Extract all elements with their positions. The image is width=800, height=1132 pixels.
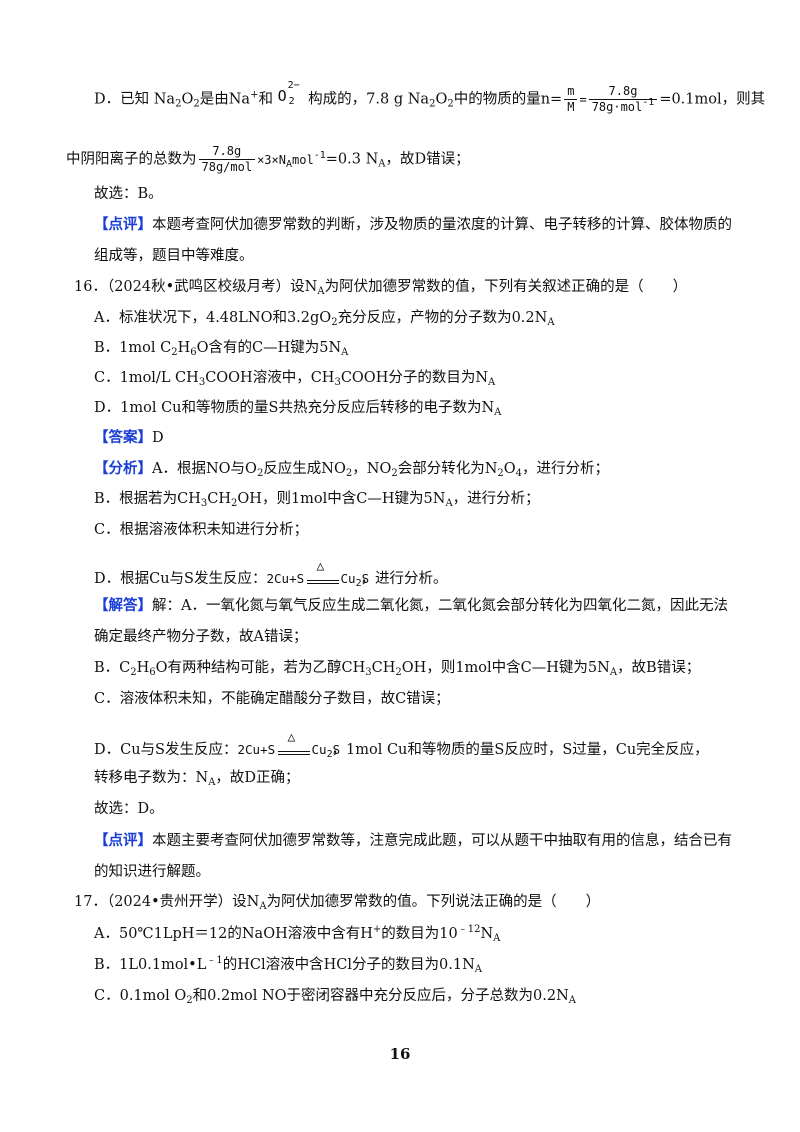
q16-option-d: D．1mol Cu和等物质的量S共热充分反应后转移的电子数为NA xyxy=(94,400,502,418)
q16-solution-d-line1: D．Cu与S发生反应：2Cu+S△Cu2S，1mol Cu和等物质的量S反应时，… xyxy=(94,730,709,764)
q16-solution-a-line1: 【解答】解：A．一氧化氮与氧气反应生成二氧化氮，二氧化氮会部分转化为四氧化二氮，… xyxy=(94,597,728,614)
q16-option-c: C．1mol/L CH3COOH溶液中，CH3COOH分子的数目为NA xyxy=(94,370,496,388)
q16-option-a: A．标准状况下，4.48LNO和3.2gO2充分反应，产物的分子数为0.2NA xyxy=(94,310,555,328)
q15-comment-line1: 【点评】本题考查阿伏加德罗常数的判断，涉及物质的量浓度的计算、电子转移的计算、胶… xyxy=(94,216,732,233)
q16-analysis-c: C．根据溶液体积未知进行分析； xyxy=(94,522,309,538)
q16-option-b: B．1mol C2H6O含有的C—H键为5NA xyxy=(94,340,349,358)
q16-choice: 故选：D。 xyxy=(94,801,164,817)
q16-stem: 16．（2024秋•武鸣区校级月考）设NA为阿伏加德罗常数的值，下列有关叙述正确… xyxy=(74,279,688,297)
q15-choice: 故选：B。 xyxy=(94,186,163,202)
q17-option-c: C．0.1mol O2和0.2mol NO于密闭容器中充分反应后，分子总数为0.… xyxy=(94,988,576,1006)
q16-solution-b: B．C2H6O有两种结构可能，若为乙醇CH3CH2OH，则1mol中含C—H键为… xyxy=(94,660,701,678)
q16-solution-d-line2: 转移电子数为：NA，故D正确； xyxy=(94,770,300,788)
q17-stem: 17．（2024•贵州开学）设NA为阿伏加德罗常数的值。下列说法正确的是（ ） xyxy=(74,894,601,912)
reaction-equals-sign xyxy=(306,580,339,584)
q16-answer: 【答案】D xyxy=(94,429,164,446)
q15-comment-line2: 组成等，题目中等难度。 xyxy=(94,248,254,264)
q16-comment-line2: 的知识进行解题。 xyxy=(94,864,210,880)
reaction-equation: 2Cu+S△Cu2S xyxy=(266,559,370,589)
q17-option-a: A．50℃1LpH＝12的NaOH溶液中含有H+的数目为10﹣12NA xyxy=(94,924,501,944)
q17-option-b: B．1L0.1mol•L﹣1的HCl溶液中含HCl分子的数目为0.1NA xyxy=(94,955,482,975)
reaction-equation: 2Cu+S△Cu2S xyxy=(237,730,341,760)
q16-analysis-d: D．根据Cu与S发生反应：2Cu+S△Cu2S，进行分析。 xyxy=(94,559,448,593)
q16-analysis-b: B．根据若为CH3CH2OH，则1mol中含C—H键为5NA，进行分析； xyxy=(94,491,540,509)
page-number: 16 xyxy=(389,1045,411,1063)
reaction-equals-sign xyxy=(277,751,310,755)
q16-analysis-a: 【分析】A．根据NO与O2反应生成NO2，NO2会部分转化为N2O4，进行分析； xyxy=(94,460,610,479)
q16-solution-c: C．溶液体积未知，不能确定醋酸分子数目，故C错误； xyxy=(94,691,450,707)
q16-comment-line1: 【点评】本题主要考查阿伏加德罗常数等，注意完成此题，可以从题干中抽取有用的信息，… xyxy=(94,832,732,849)
q16-solution-a-line2: 确定最终产物分子数，故A错误； xyxy=(94,629,308,645)
